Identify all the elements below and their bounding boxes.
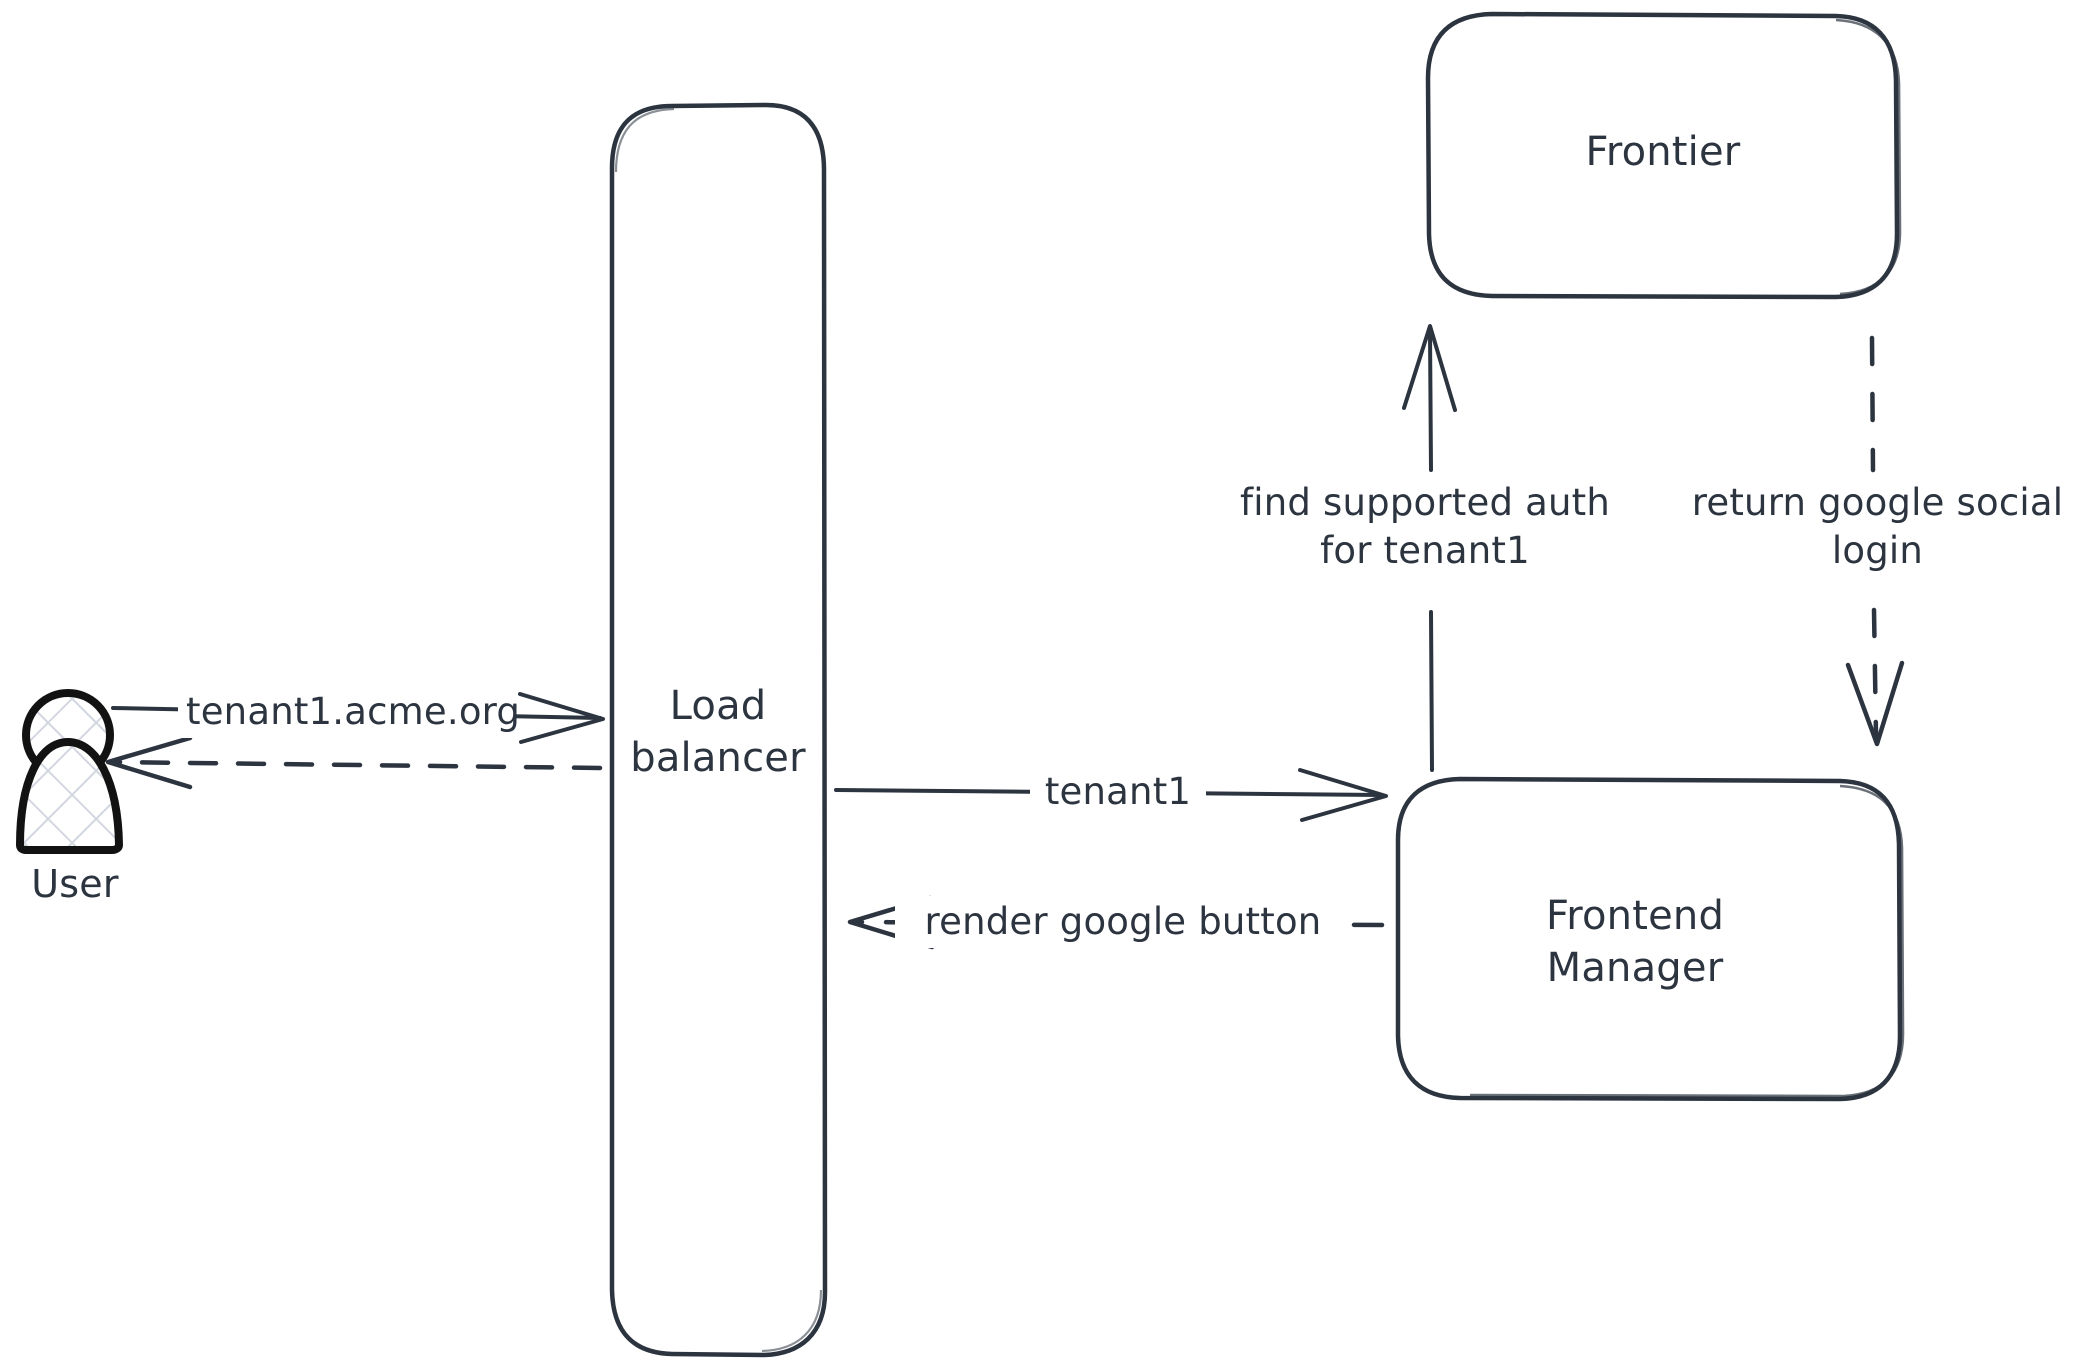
edge-loadbalancer-to-user xyxy=(105,735,603,790)
edge-label-find-supported-auth: find supported auth for tenant1 xyxy=(1212,477,1638,578)
node-label-load-balancer: Load balancer xyxy=(612,680,824,784)
user-actor-icon xyxy=(16,689,123,854)
frontend-manager-shape[interactable] xyxy=(1395,776,1905,1102)
edge-label-tenant1: tenant1 xyxy=(1030,766,1206,819)
edge-frontier-to-frontendmanager xyxy=(1845,335,1905,747)
actor-label-user: User xyxy=(31,862,119,906)
frontend-manager-line-2: Manager xyxy=(1546,945,1724,991)
edge-label-tenant1-acme-org: tenant1.acme.org xyxy=(178,686,520,739)
frontend-manager-line-1: Frontend xyxy=(1545,893,1725,939)
load-balancer-line-2: balancer xyxy=(630,735,806,781)
load-balancer-shape[interactable] xyxy=(609,102,828,1358)
frontier-shape[interactable] xyxy=(1425,11,1902,300)
load-balancer-line-1: Load xyxy=(669,683,767,729)
find-auth-line-1: find supported auth xyxy=(1240,481,1610,524)
node-label-frontier: Frontier xyxy=(1585,129,1741,175)
return-google-line-1: return google social xyxy=(1691,481,2064,524)
edge-label-render-google-button: render google button xyxy=(895,896,1351,949)
edge-frontendmanager-to-frontier xyxy=(1402,324,1457,772)
find-auth-line-2: for tenant1 xyxy=(1320,529,1530,573)
edge-label-return-google-social-login: return google social login xyxy=(1662,477,2083,578)
return-google-line-2: login xyxy=(1831,529,1924,573)
